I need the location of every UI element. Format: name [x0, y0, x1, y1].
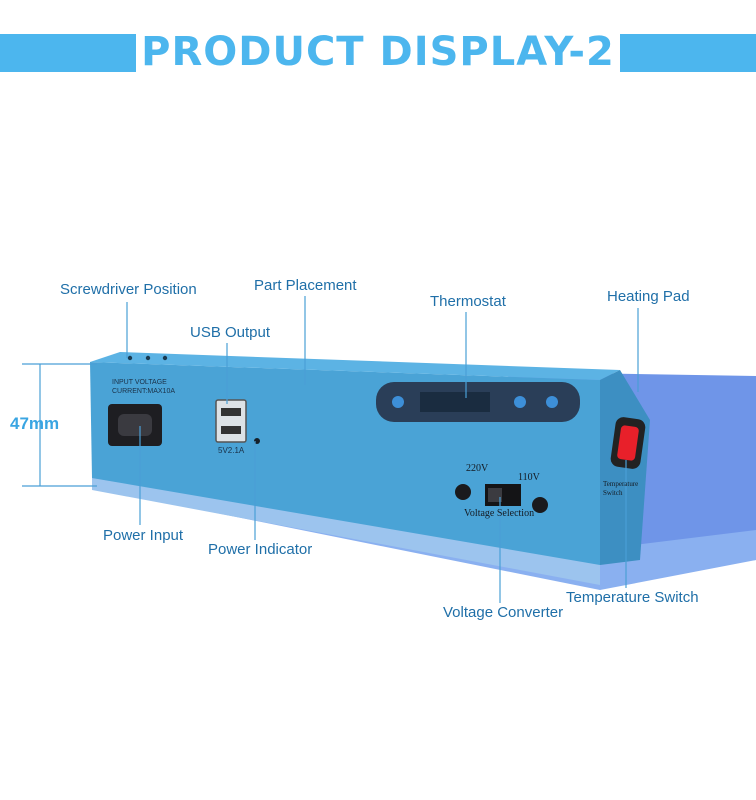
usb-text: 5V2.1A	[218, 446, 245, 455]
label-power-indicator: Power Indicator	[208, 541, 313, 558]
label-usb-output: USB Output	[190, 324, 271, 341]
label-part-placement: Part Placement	[254, 277, 357, 294]
banner-bar-right	[620, 34, 756, 72]
voltage-selection-text: Voltage Selection	[464, 508, 535, 519]
voltage-110v-text: 110V	[518, 472, 540, 483]
voltage-220v-text: 220V	[466, 463, 489, 474]
label-temperature-switch: Temperature Switch	[566, 589, 699, 606]
jack-220v	[455, 484, 471, 500]
banner-bar-left	[0, 34, 136, 72]
label-height-dimension: 47mm	[10, 414, 60, 433]
panel-text: INPUT VOLTAGE CURRENT:MAX10A	[112, 379, 176, 395]
jack-110v	[532, 497, 548, 513]
label-screwdriver-position: Screwdriver Position	[60, 281, 197, 298]
label-thermostat: Thermostat	[430, 293, 506, 310]
label-voltage-converter: Voltage Converter	[443, 604, 564, 621]
label-heating-pad: Heating Pad	[607, 288, 690, 305]
label-power-input: Power Input	[103, 527, 184, 544]
device-top	[90, 352, 620, 380]
page-title: PRODUCT DISPLAY-2	[141, 29, 615, 75]
banner-title-background	[136, 28, 620, 76]
usb-port	[215, 399, 247, 443]
switch-text: Temperature Switch	[603, 480, 639, 497]
device-base	[92, 478, 600, 585]
